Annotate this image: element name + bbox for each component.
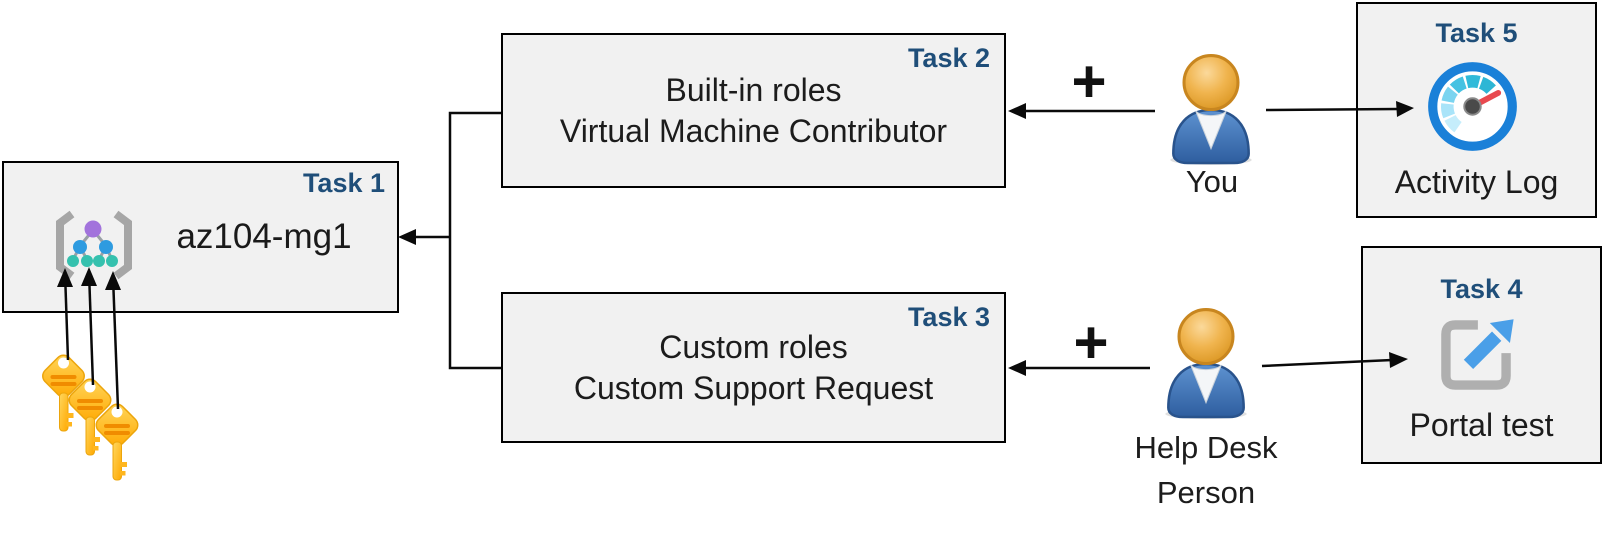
management-group-icon [56, 210, 132, 280]
task3-text: Custom roles Custom Support Request [503, 294, 1004, 441]
person-collar [1190, 364, 1222, 405]
plus-sign-bottom: + [1073, 309, 1109, 376]
person-head [1177, 308, 1235, 366]
plus-sign-top: + [1071, 48, 1107, 115]
tree-leaf-node [67, 255, 79, 267]
key-icon [42, 354, 85, 432]
tree-root-node [84, 220, 102, 238]
bracket-right [113, 210, 132, 280]
help-desk-label-line2: Person [1156, 475, 1256, 510]
person-icon-you [1170, 54, 1252, 165]
task4-box: Task 4 Portal test [1361, 246, 1602, 464]
help-desk-label-line1: Help Desk [1134, 430, 1278, 465]
arrowhead [398, 229, 416, 245]
task3-box: Task 3 Custom roles Custom Support Reque… [501, 292, 1006, 443]
task5-caption: Activity Log [1394, 164, 1559, 200]
task3-line1: Custom roles [659, 328, 848, 365]
bracket-left [56, 210, 75, 280]
key-icon [95, 403, 139, 481]
tree-mid-node [73, 240, 87, 254]
external-link-arrow-head [1489, 319, 1514, 344]
external-link-icon [1441, 319, 1514, 390]
gauge-icon [1428, 62, 1517, 151]
gauge-segments [1440, 74, 1496, 133]
arrowhead [1008, 103, 1026, 119]
keys-group [42, 354, 139, 481]
external-link-frame [1441, 320, 1511, 390]
task3-line2: Custom Support Request [573, 369, 934, 406]
tree-mid-node [99, 240, 113, 254]
task4-badge: Task 4 [1440, 274, 1523, 304]
key-icon [68, 378, 112, 456]
task1-box: Task 1 az104-mg1 [2, 161, 399, 313]
connector-spine [448, 111, 501, 370]
person-icon-help-desk [1165, 308, 1247, 419]
tree-leaf-node [106, 255, 118, 267]
you-label: You [1185, 164, 1239, 199]
tree-leaf-node [81, 255, 93, 267]
task2-box: Task 2 Built-in roles Virtual Machine Co… [501, 33, 1006, 188]
task2-line2: Virtual Machine Contributor [559, 112, 948, 149]
management-group-name: az104-mg1 [176, 217, 352, 256]
task2-text: Built-in roles Virtual Machine Contribut… [503, 35, 1004, 186]
arrowhead [1008, 360, 1026, 376]
task4-caption: Portal test [1409, 407, 1554, 443]
person-head [1182, 54, 1240, 112]
task2-badge: Task 2 [907, 43, 990, 73]
task3-badge: Task 3 [907, 302, 990, 332]
task5-badge: Task 5 [1435, 18, 1518, 48]
external-link-arrow-shaft [1463, 331, 1502, 370]
tree-leaf-node [93, 255, 105, 267]
task2-line1: Built-in roles [665, 71, 842, 108]
task1-badge: Task 1 [302, 168, 385, 198]
gauge-hub [1463, 97, 1482, 116]
task5-box: Task 5 Activity Log [1356, 2, 1597, 218]
person-collar [1195, 110, 1227, 151]
